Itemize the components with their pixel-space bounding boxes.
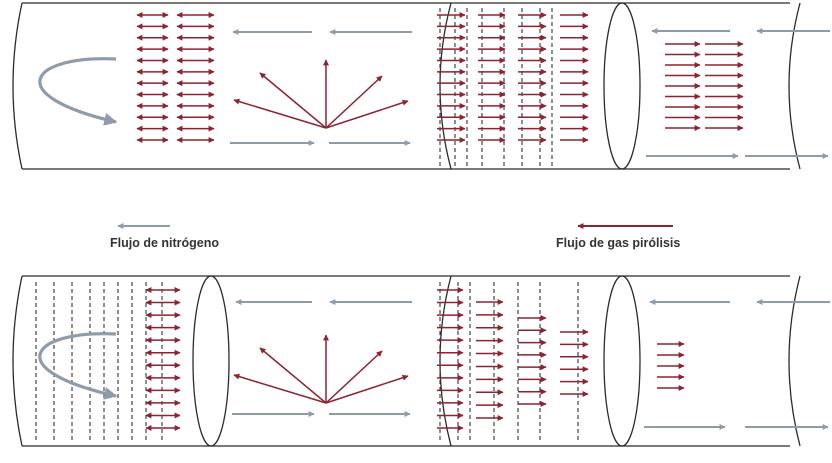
tube-top-nitrogen-arrows [38,28,830,159]
tube-top-outline [12,2,801,170]
pyrolysis-fan-arrow-icon [325,75,383,129]
tube-top-dashed-lines [439,8,553,166]
tube-bottom-nitrogen-arrows [38,299,830,430]
legend-nitrogen-label: Flujo de nitrógeno [110,236,219,250]
pyrolysis-fan-arrow-icon [325,374,409,404]
pyrolysis-fan-arrow-icon [325,99,409,129]
nitrogen-return-arrow-icon [38,332,118,400]
pyrolysis-fan-arrow-icon [259,347,327,404]
tube-top [12,2,830,170]
tube-bottom-pyrolysis-arrows [145,287,685,431]
nitrogen-return-arrow-icon [38,57,118,126]
legend-pyrolysis-label: Flujo de gas pirólisis [556,236,680,250]
pyrolysis-fan-arrow-icon [325,350,383,404]
tube-bottom [12,275,830,447]
tube-bottom-outline [12,275,801,447]
pyrolysis-fan-arrow-icon [233,98,327,129]
tube-top-pyrolysis-arrows [136,12,744,143]
legend: Flujo de nitrógeno Flujo de gas pirólisi… [110,223,680,250]
pyrolysis-fan-arrow-icon [233,373,327,404]
pyrolysis-fan-arrow-icon [259,72,327,129]
